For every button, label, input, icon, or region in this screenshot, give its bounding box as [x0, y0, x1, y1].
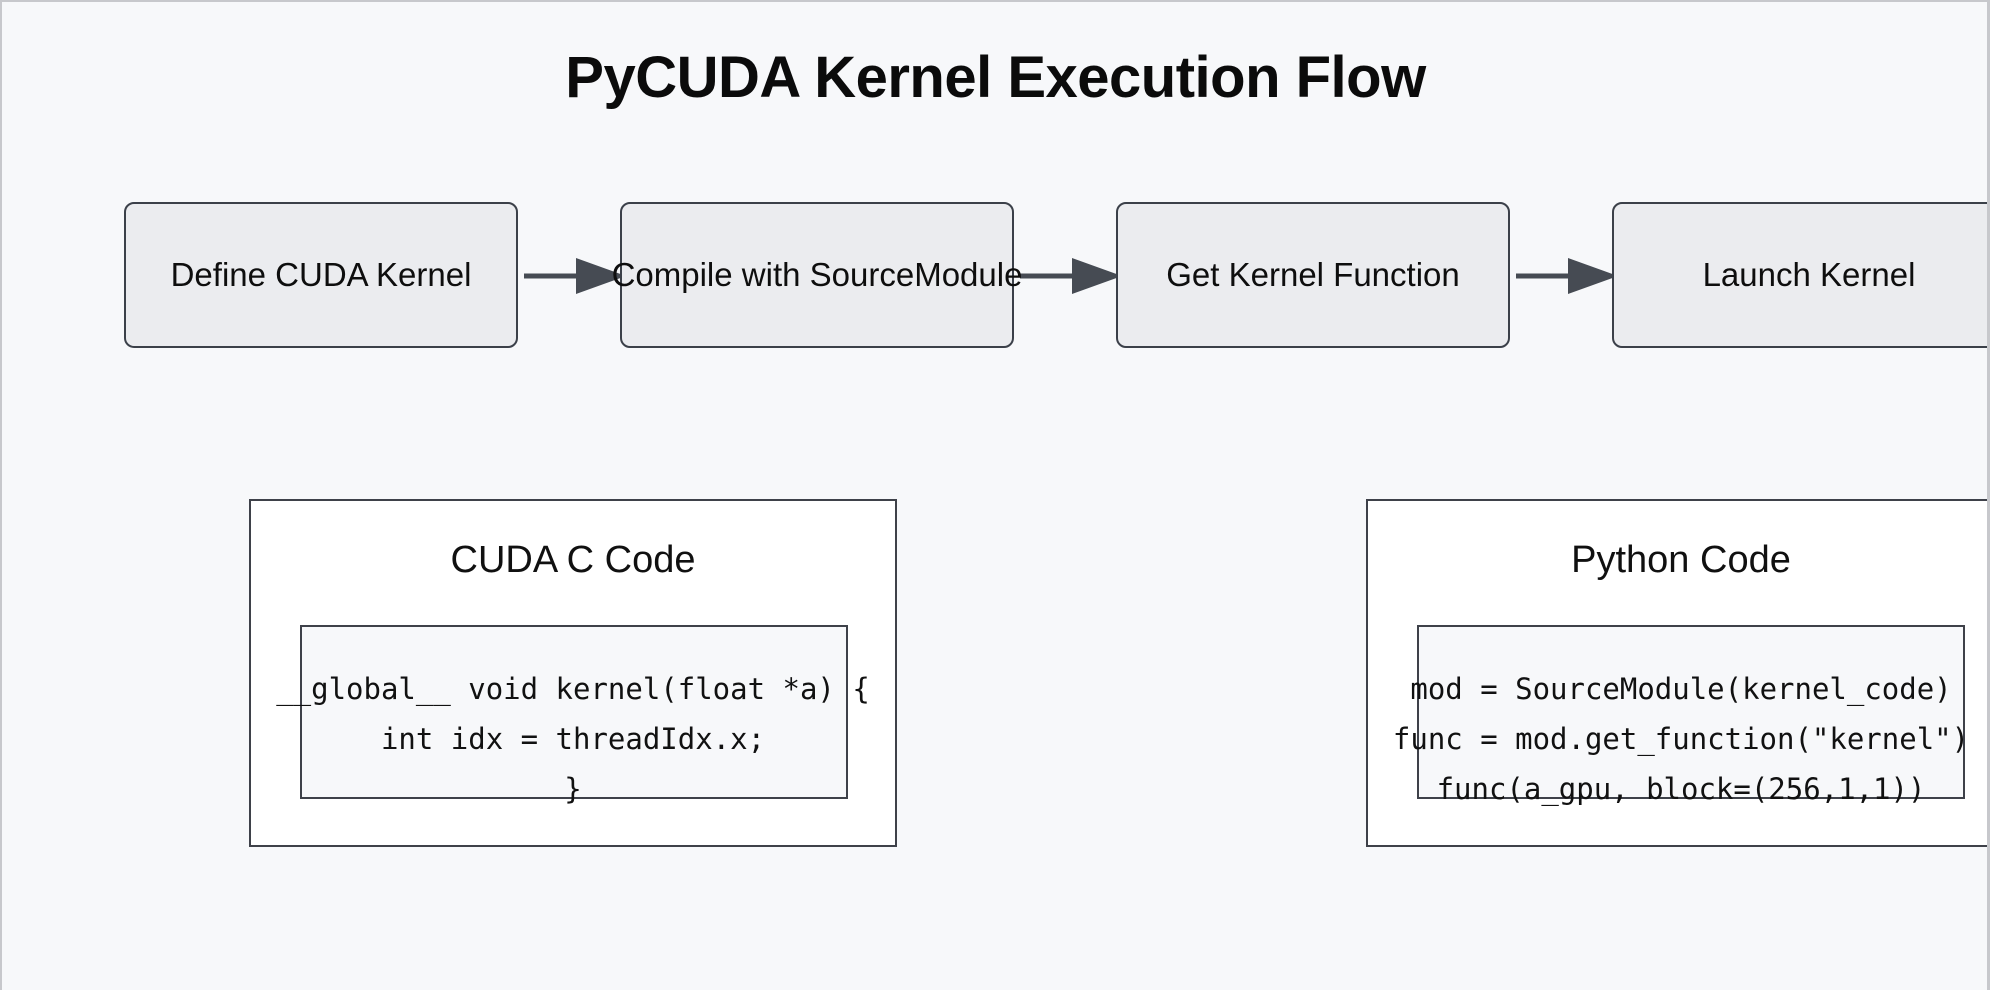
python-code-line: func(a_gpu, block=(256,1,1)): [1436, 772, 1926, 806]
step-define-kernel: Define CUDA Kernel: [124, 202, 518, 348]
step-label: Get Kernel Function: [1166, 256, 1460, 293]
cuda-code-line: int idx = threadIdx.x;: [380, 722, 766, 756]
step-label: Launch Kernel: [1702, 256, 1916, 293]
python-code-line: func = mod.get_function("kernel"): [1392, 722, 1970, 756]
python-code-box: [1417, 625, 1965, 799]
cuda-code-panel: CUDA C Code __global__ void kernel(float…: [249, 499, 897, 847]
flow-arrowhead-3: [1568, 258, 1618, 294]
flow-arrowhead-2: [1072, 258, 1122, 294]
step-label: Compile with SourceModule: [611, 256, 1023, 293]
cuda-code-box: [300, 625, 848, 799]
step-get-kernel-function: Get Kernel Function: [1116, 202, 1510, 348]
cuda-code-line: }: [564, 772, 582, 806]
step-label: Define CUDA Kernel: [170, 256, 472, 293]
python-code-line: mod = SourceModule(kernel_code): [1410, 672, 1952, 706]
cuda-code-line: __global__ void kernel(float *a) {: [276, 672, 870, 706]
python-panel-title: Python Code: [1571, 539, 1791, 581]
step-compile-sourcemodule: Compile with SourceModule: [612, 202, 1022, 348]
step-launch-kernel: Launch Kernel: [1612, 202, 1987, 348]
python-code-panel: Python Code mod = SourceModule(kernel_co…: [1366, 499, 1987, 847]
right-border: [1987, 0, 1990, 990]
diagram-title: PyCUDA Kernel Execution Flow: [565, 45, 1426, 110]
cuda-panel-title: CUDA C Code: [450, 539, 696, 581]
